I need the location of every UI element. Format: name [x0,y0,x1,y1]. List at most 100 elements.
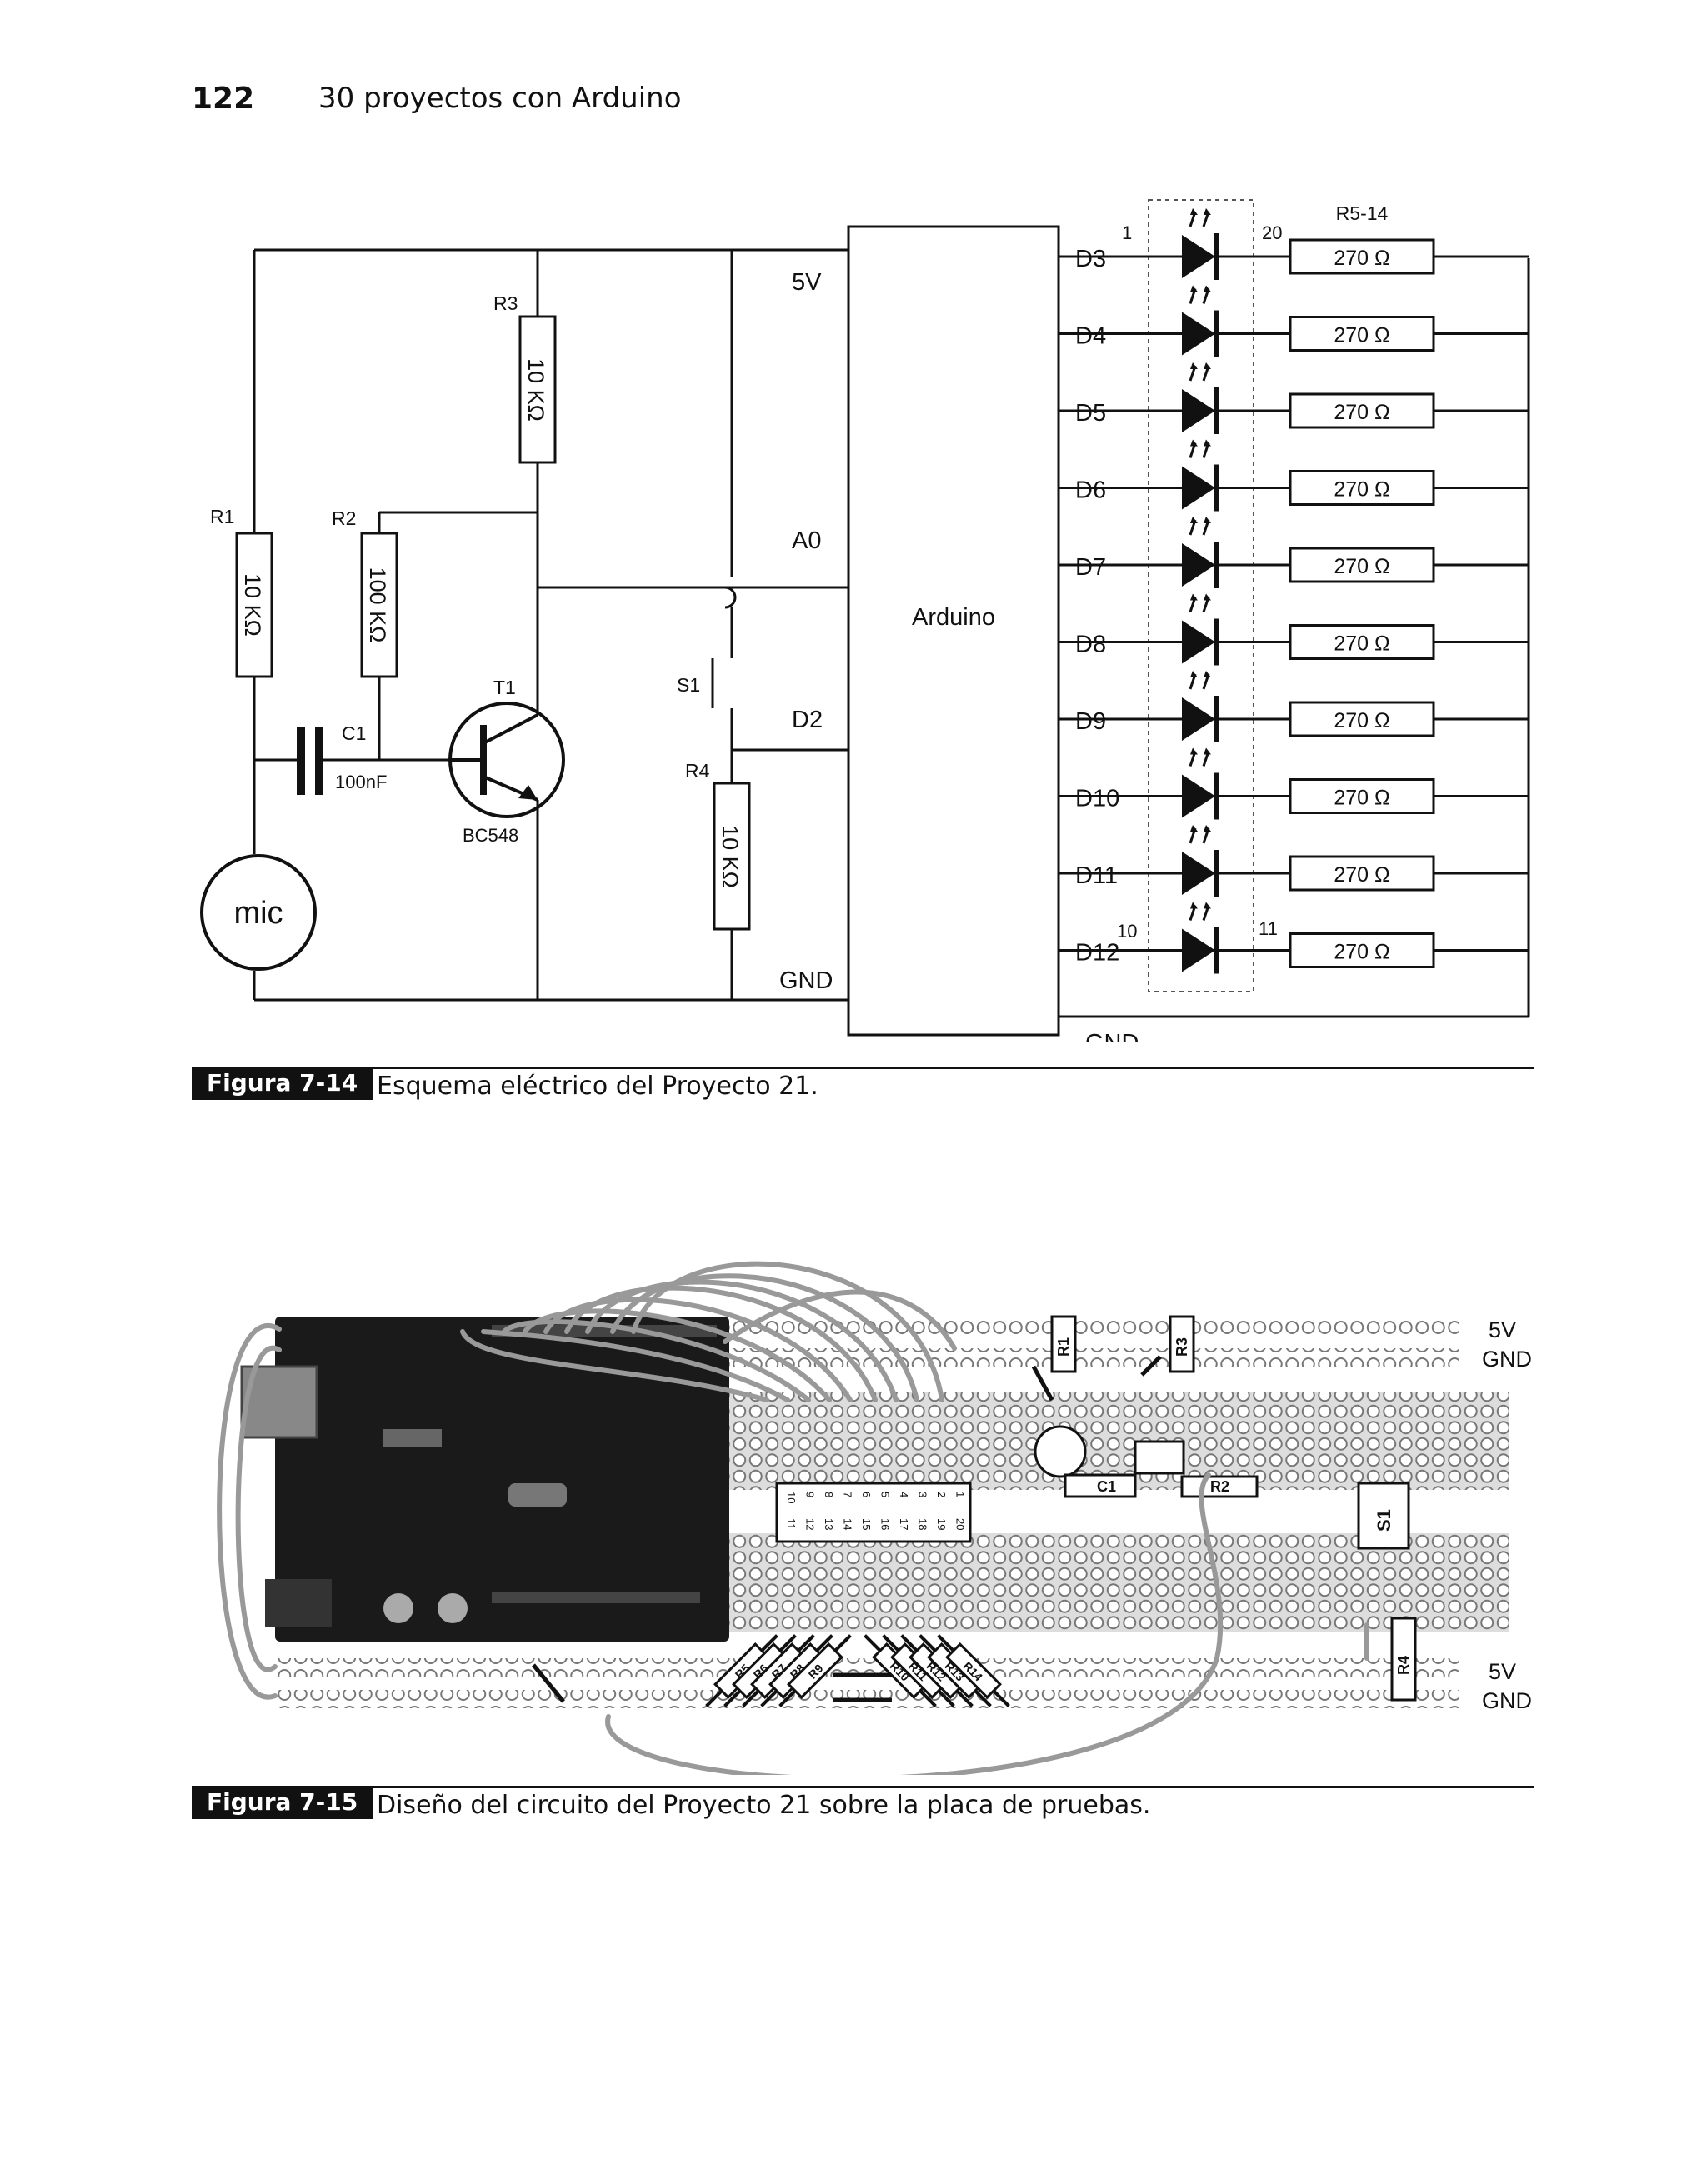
led-resistor-value: 270 Ω [1334,632,1389,656]
led-resistor-value: 270 Ω [1334,401,1389,424]
pin-label: D4 [1075,323,1106,350]
right-gnd-label: GND [1085,1030,1139,1042]
led-diode [1182,312,1215,356]
pin-d2: D2 [792,707,823,733]
rail-label-gnd-bottom: GND [1482,1688,1532,1713]
chip-pin-number: 18 [917,1518,929,1530]
led-diode [1182,543,1215,587]
led-resistor [1289,547,1435,583]
led-resistor [1289,778,1435,814]
arduino-label: Arduino [912,604,995,631]
array-resistor: R9 [778,1634,852,1707]
r2-label: R2 [332,507,356,529]
led-resistor [1289,316,1435,352]
led-row: 270 Ω D6 [1059,439,1529,512]
pin-gnd-left: GND [779,967,833,994]
pin-label: D3 [1075,246,1106,272]
r3-body [518,315,557,464]
bb-label-s1: S1 [1374,1509,1394,1532]
r4-body [713,782,751,931]
led-diode [1182,852,1215,895]
pin-a0: A0 [792,527,821,554]
transistor-t1 [448,702,565,818]
led-diode [1182,697,1215,741]
chip-pin-number: 13 [823,1518,835,1530]
bb-transistor [1134,1440,1185,1475]
bargraph-pin-11: 11 [1259,918,1278,939]
chip-pin-number: 9 [804,1492,817,1497]
array-resistor: R12 [900,1634,974,1707]
led-row: 270 Ω D5 [1059,362,1529,434]
chip-pin-number: 17 [898,1518,910,1530]
r2-value: 100 KΩ [365,567,390,643]
led-diode [1182,235,1215,278]
bb-r3 [1169,1315,1195,1373]
chip-pin-number: 20 [954,1518,967,1530]
r1-label: R1 [210,506,234,527]
chip-pin-number: 15 [860,1518,873,1530]
mic-circle [200,854,317,971]
led-row: 270 Ω D10 [1059,747,1529,820]
chip-pin-number: 10 [785,1492,798,1503]
r1-value: 10 KΩ [240,573,265,637]
jumper-wires [217,1261,1369,1775]
running-title: 30 proyectos con Arduino [318,82,682,115]
chip-pin-number: 11 [785,1518,798,1530]
led-resistor-value: 270 Ω [1334,324,1389,347]
figure-caption-1: Figura 7-14 Esquema eléctrico del Proyec… [192,1067,1534,1103]
r3-value: 10 KΩ [523,358,548,422]
led-resistor-value: 270 Ω [1334,555,1389,578]
bargraph-pin-20: 20 [1262,222,1282,243]
led-bargraph-box [1148,199,1254,992]
chip-pin-number: 12 [804,1518,817,1530]
led-resistor-value: 270 Ω [1334,478,1389,502]
led-resistor [1289,855,1435,892]
led-resistor [1289,624,1435,660]
short-jumpers [532,1355,1162,1703]
bargraph-pin-10: 10 [1117,921,1137,942]
led-resistor [1289,701,1435,737]
chip-pin-number: 3 [917,1492,929,1497]
figure-caption-text: Esquema eléctrico del Proyecto 21. [377,1072,818,1101]
mic-label: mic [233,896,283,931]
page-number: 122 [192,82,255,116]
r3-label: R3 [493,292,518,314]
led-diode [1182,389,1215,432]
pin-label: D10 [1075,786,1119,812]
led-diode [1182,928,1215,972]
r5-14-label: R5-14 [1336,202,1389,224]
t1-label: T1 [493,677,516,698]
led-resistor-value: 270 Ω [1334,787,1389,810]
rail-label-5v-top: 5V [1489,1317,1516,1342]
figure-caption-2: Figura 7-15 Diseño del circuito del Proy… [192,1786,1534,1822]
pin-5v: 5V [792,269,822,296]
chip-pin-number: 8 [823,1492,835,1497]
led-resistor [1289,238,1435,275]
chip-pin-number: 6 [860,1492,873,1497]
r1-body [235,532,273,678]
rail-label-5v-bottom: 5V [1489,1659,1516,1684]
bb-c1 [1064,1473,1137,1498]
caption-rule [192,1786,1534,1788]
led-row: 270 ΩD8 [1059,593,1529,666]
pin-label: D12 [1075,940,1119,967]
array-resistor: R7 [742,1634,815,1707]
breadboard-components [1034,1315,1417,1702]
pin-label: D9 [1075,708,1106,735]
bb-s1 [1357,1482,1410,1550]
bb-mic [1034,1425,1087,1478]
pin-label: D5 [1075,400,1106,427]
s1-label: S1 [677,674,700,696]
rail-label-gnd-top: GND [1482,1347,1532,1372]
pin-label: D6 [1075,477,1106,504]
bb-label-r3: R3 [1174,1337,1190,1357]
chip-pin-number: 19 [935,1518,948,1530]
led-resistor [1289,470,1435,506]
led-row: 270 ΩD9 [1059,671,1529,742]
pin-label: D7 [1075,554,1106,581]
chip-pin-number: 7 [842,1492,854,1497]
led-row: 270 ΩD3 [1059,208,1529,280]
